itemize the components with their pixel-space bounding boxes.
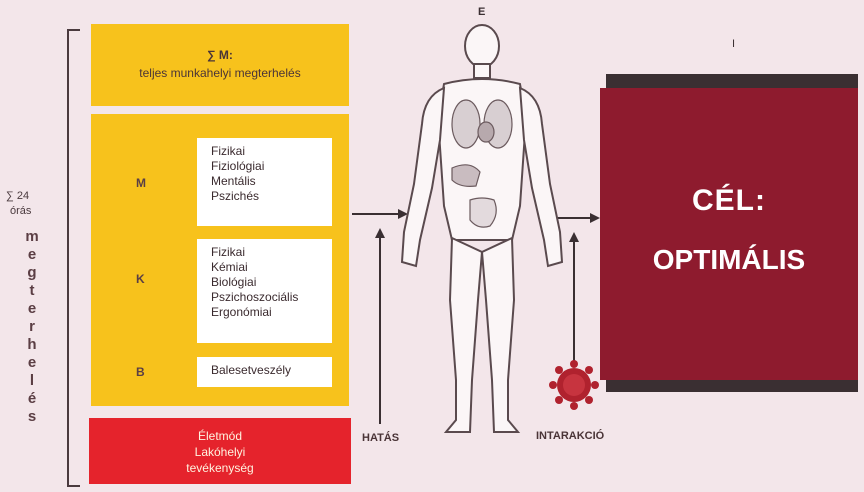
- list-item: Balesetveszély: [211, 363, 318, 378]
- vertical-letter: s: [22, 408, 42, 426]
- lifestyle-line: tevékenység: [89, 460, 351, 476]
- left-bracket: [68, 30, 80, 486]
- hatas-label: HATÁS: [362, 432, 399, 444]
- list-item: Fizikai: [211, 245, 318, 260]
- lifestyle-box: Életmód Lakóhelyi tevékenység: [89, 418, 351, 484]
- i-marker: I: [732, 38, 735, 50]
- total-workload-title: ∑ M:: [91, 48, 349, 62]
- e-marker: E: [478, 6, 485, 18]
- group-letter-k: K: [136, 272, 145, 286]
- list-item: Ergonómiai: [211, 305, 318, 320]
- human-body-icon: [402, 25, 562, 432]
- total-workload-subtitle: teljes munkahelyi megterhelés: [91, 66, 349, 80]
- arrow-hatas-head: [375, 228, 385, 238]
- goal-box-shadow-bottom: [606, 378, 858, 392]
- group-list-m: Fizikai Fiziológiai Mentális Pszichés: [197, 138, 332, 226]
- group-list-k: Fizikai Kémiai Biológiai Pszichoszociáli…: [197, 239, 332, 343]
- vertical-letter: é: [22, 390, 42, 408]
- vertical-letter: t: [22, 282, 42, 300]
- list-item: Pszichés: [211, 189, 318, 204]
- vertical-letter: g: [22, 264, 42, 282]
- lifestyle-line: Életmód: [89, 428, 351, 444]
- list-item: Fiziológiai: [211, 159, 318, 174]
- vertical-letter: e: [22, 354, 42, 372]
- sum-24-label: ∑ 24: [6, 190, 29, 202]
- vertical-letter: r: [22, 318, 42, 336]
- vertical-letter: m: [22, 228, 42, 246]
- vertical-letter: e: [22, 246, 42, 264]
- lifestyle-line: Lakóhelyi: [89, 444, 351, 460]
- vertical-letter: h: [22, 336, 42, 354]
- virus-icon: [549, 360, 599, 410]
- group-letter-b: B: [136, 365, 145, 379]
- goal-box: CÉL: OPTIMÁLIS: [600, 88, 858, 380]
- total-workload-box: ∑ M: teljes munkahelyi megterhelés: [91, 24, 349, 106]
- list-item: Fizikai: [211, 144, 318, 159]
- list-item: Kémiai: [211, 260, 318, 275]
- group-list-b: Balesetveszély: [197, 357, 332, 387]
- goal-box-shadow-top: [606, 74, 858, 88]
- arrow-to-goal-head: [590, 213, 600, 223]
- arrow-interakcio-head: [569, 232, 579, 242]
- group-letter-m: M: [136, 176, 146, 190]
- goal-title: CÉL:: [600, 184, 858, 218]
- list-item: Biológiai: [211, 275, 318, 290]
- interakcio-label: INTARAKCIÓ: [536, 430, 604, 442]
- hours-label: órás: [10, 205, 31, 217]
- goal-value: OPTIMÁLIS: [600, 244, 858, 276]
- list-item: Mentális: [211, 174, 318, 189]
- vertical-letter: e: [22, 300, 42, 318]
- vertical-letter: l: [22, 372, 42, 390]
- vertical-workload-label: m e g t e r h e l é s: [22, 228, 42, 426]
- list-item: Pszichoszociális: [211, 290, 318, 305]
